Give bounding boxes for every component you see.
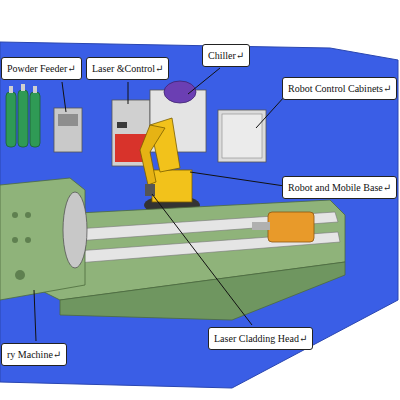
- callout-label: Laser Cladding Head↵: [214, 332, 307, 345]
- callout-label: ry Machine↵: [7, 348, 61, 361]
- callout-box: ry Machine↵: [1, 343, 67, 366]
- callout-box: Laser Cladding Head↵: [208, 327, 313, 350]
- callout-box: Robot and Mobile Base↵: [282, 176, 397, 199]
- callout-label: Robot Control Cabinets↵: [288, 82, 391, 95]
- callout-label: Laser &Control↵: [92, 62, 163, 75]
- callout-box: Laser &Control↵: [86, 57, 169, 80]
- callout-box: Powder Feeder↵: [1, 57, 82, 80]
- callout-label: Powder Feeder↵: [7, 62, 76, 75]
- callout-box: Robot Control Cabinets↵: [282, 77, 397, 100]
- callout-label: Robot and Mobile Base↵: [288, 181, 391, 194]
- callout-label: Chiller↵: [208, 49, 244, 62]
- callout-box: Chiller↵: [202, 44, 250, 67]
